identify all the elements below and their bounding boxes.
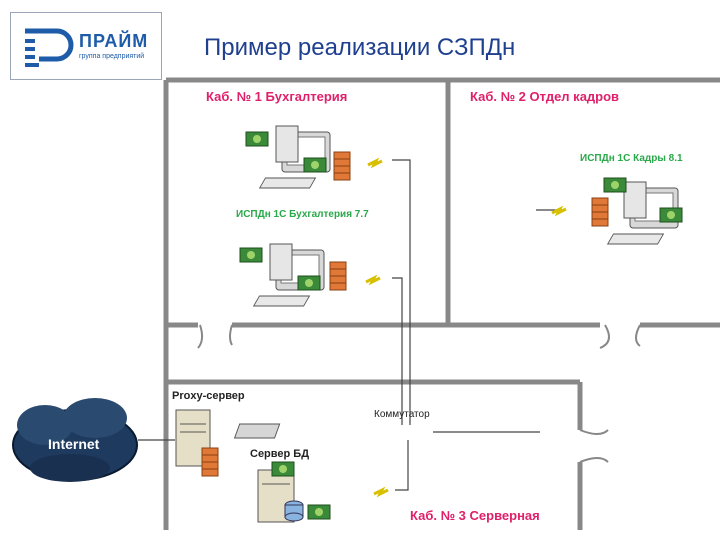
switch-label: Коммутатор (374, 409, 430, 420)
door-room3-lower (579, 457, 609, 463)
system-label-hr: ИСПДн 1С Кадры 8.1 (580, 153, 683, 164)
room-label-server: Каб. № 3 Серверная (410, 508, 540, 523)
room-label-hr: Каб. № 2 Отдел кадров (470, 89, 619, 104)
company-logo: ПРАЙМ группа предприятий (10, 12, 162, 80)
logo-name: ПРАЙМ (79, 31, 149, 51)
floor-plan-walls (163, 77, 720, 530)
room-label-accounting: Каб. № 1 Бухгалтерия (206, 89, 347, 104)
door-room1-right (229, 324, 233, 346)
internet-label: Internet (48, 436, 100, 452)
page-title: Пример реализации СЗПДн (204, 34, 516, 61)
door-room2 (599, 324, 610, 349)
proxy-server: Proxy-сервер (172, 390, 245, 477)
slide-header: ПРАЙМ группа предприятий Пример реализац… (0, 0, 720, 80)
door-room3 (579, 429, 609, 435)
workstation-accounting-1 (245, 125, 384, 189)
system-label-accounting: ИСПДн 1С Бухгалтерия 7.7 (236, 209, 369, 220)
network-cables (138, 159, 566, 491)
db-server-label: Сервер БД (250, 448, 309, 460)
door-room1 (197, 324, 204, 349)
db-server: Сервер БД (250, 448, 390, 523)
workstation-hr (550, 177, 683, 245)
internet-cloud: Internet (12, 398, 138, 482)
door-room2-right (635, 324, 641, 347)
network-switch: Коммутатор (233, 409, 430, 439)
prime-logo-icon (25, 28, 74, 67)
logo-subtitle: группа предприятий (79, 53, 145, 60)
proxy-label: Proxy-сервер (172, 390, 245, 402)
workstation-accounting-2 (239, 243, 382, 307)
